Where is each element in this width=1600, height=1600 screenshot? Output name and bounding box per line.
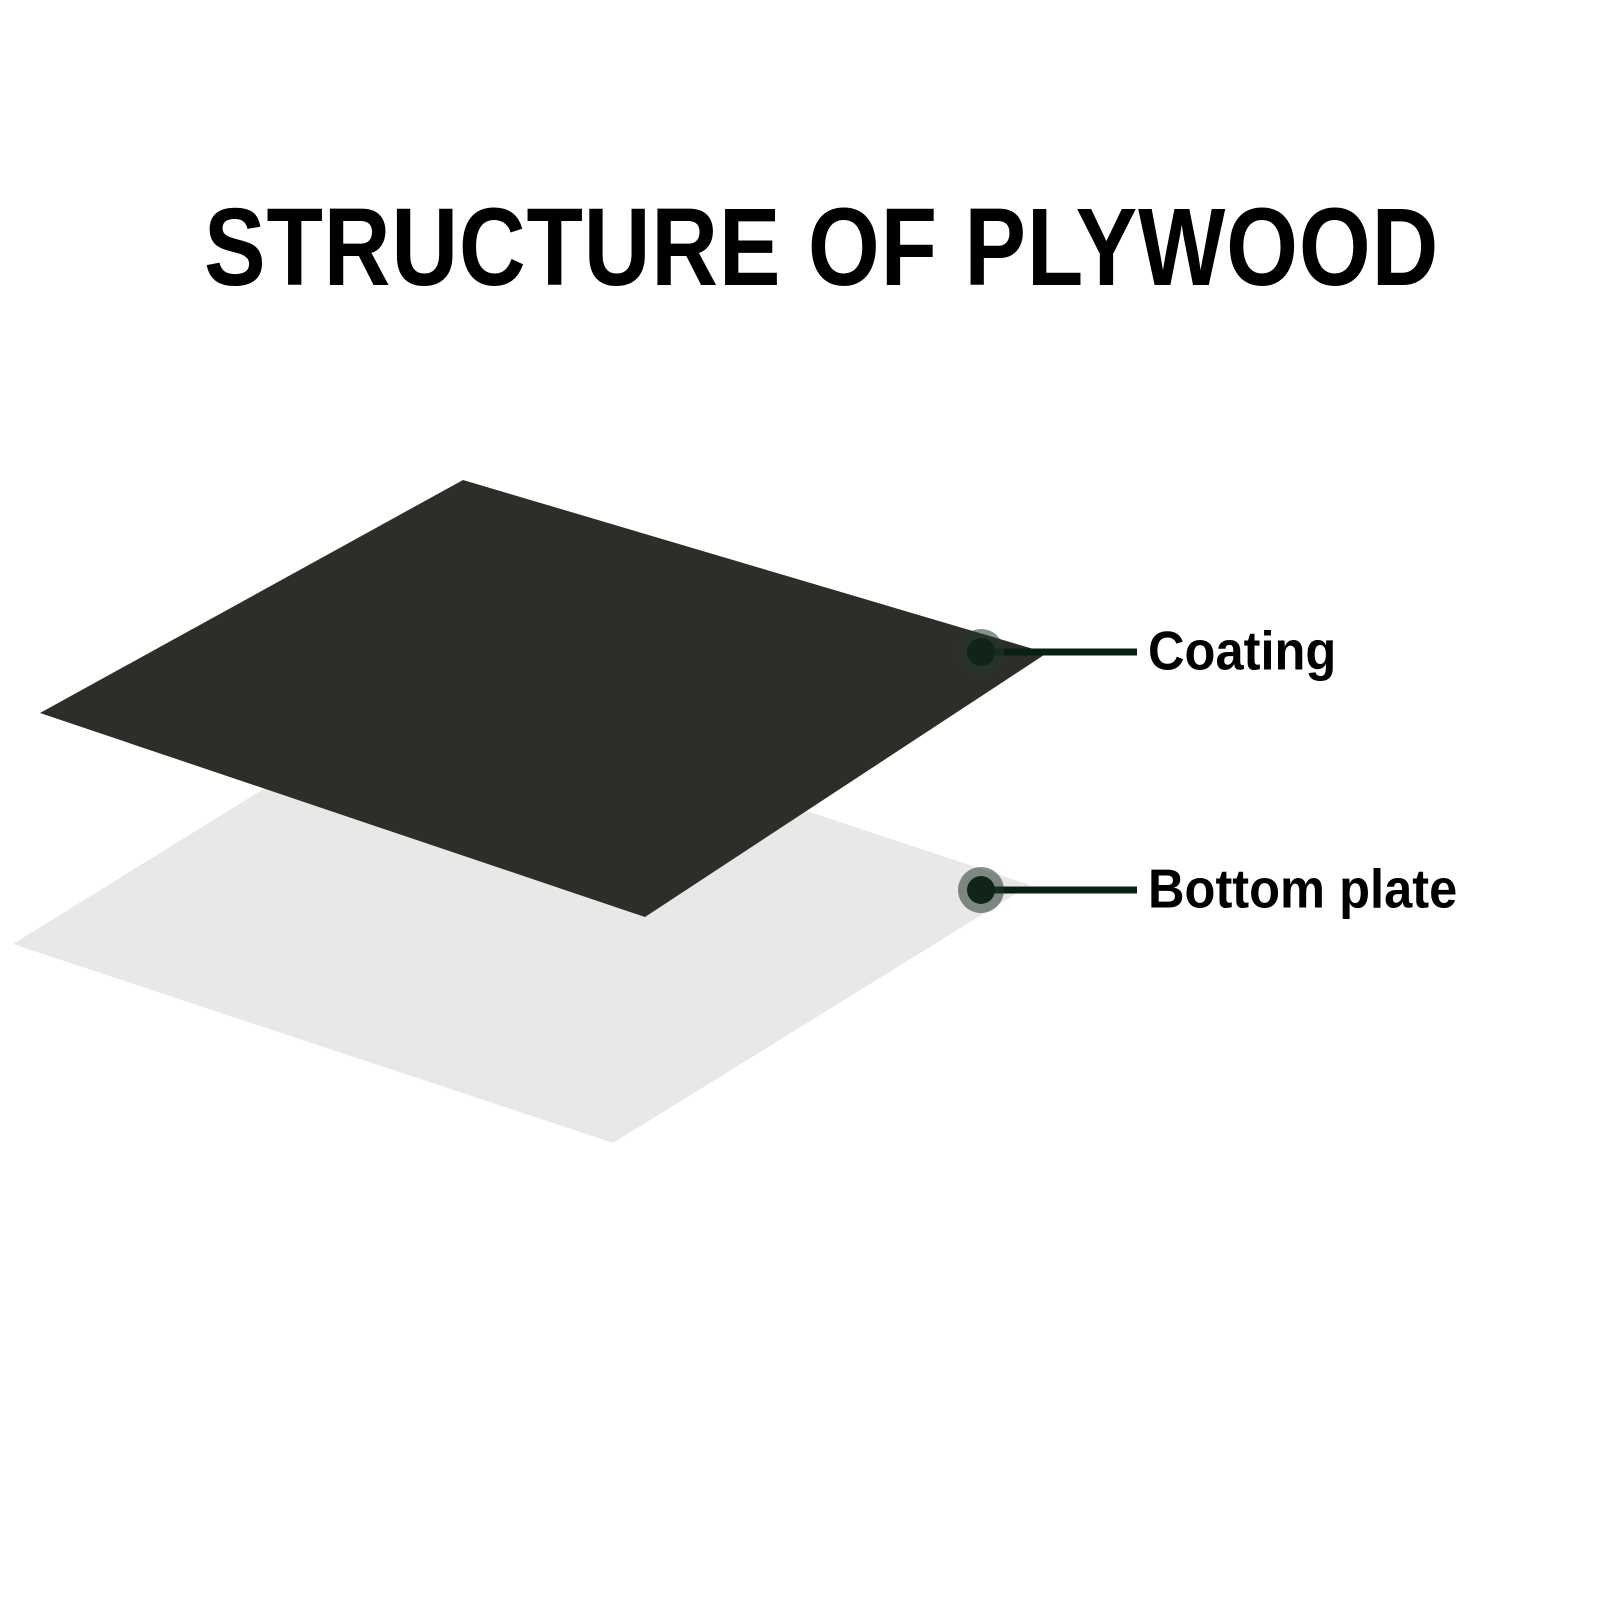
page-title: STRUCTURE OF PLYWOOD — [204, 186, 1440, 309]
bottom-plate-callout-dot — [967, 876, 995, 904]
coating-label: Coating — [1148, 619, 1337, 682]
coating-plate-shape — [40, 480, 1047, 917]
bottom-plate-label: Bottom plate — [1148, 857, 1458, 920]
coating-callout-dot — [967, 638, 995, 666]
bottom-plate-shape — [13, 686, 1030, 1143]
